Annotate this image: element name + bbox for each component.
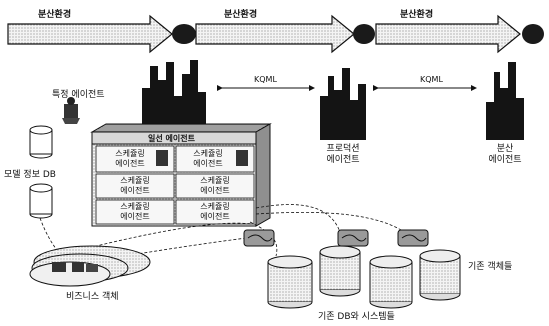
- model-db-cylinder-bottom: [30, 184, 52, 218]
- special-agent-label: 특정 에이전트: [52, 90, 105, 101]
- production-agent-skyline: [320, 68, 366, 140]
- legacy-db-cylinder-2: [320, 246, 360, 296]
- kqml-label-2: KQML: [420, 74, 443, 85]
- business-objects-label: 비즈니스 객체: [66, 292, 119, 303]
- legacy-object-icon-3: [398, 230, 428, 246]
- model-db-cylinder-top: [30, 126, 52, 158]
- general-agent-title: 일선 에이전트: [148, 133, 195, 144]
- environment-blob-1: [172, 24, 196, 44]
- scheduling-agent-cell-5: 스케쥴링 에이전트: [105, 202, 165, 222]
- legacy-db-label: 기존 DB와 시스템들: [318, 312, 395, 323]
- legacy-object-icon-2: [338, 230, 368, 246]
- scheduling-agent-cell-2: 스케쥴링 에이전트: [178, 149, 238, 169]
- environment-blob-3: [522, 24, 544, 44]
- scheduling-agent-cell-4: 스케쥴링 에이전트: [185, 176, 245, 196]
- scheduling-agent-cell-1: 스케쥴링 에이전트: [100, 149, 160, 169]
- environment-blob-2: [353, 24, 375, 44]
- legacy-object-icon-1: [244, 230, 274, 246]
- legacy-db-cylinder-1: [268, 256, 312, 308]
- legacy-db-cylinder-3: [370, 256, 412, 308]
- legacy-objects-label: 기존 객체들: [468, 262, 512, 273]
- special-agent-figure: [62, 97, 80, 124]
- distributed-agent-label: 분산 에이전트: [488, 144, 521, 166]
- legacy-db-cylinder-4: [420, 250, 460, 300]
- kqml-label-1: KQML: [254, 74, 277, 85]
- stage-arrow-2: [196, 16, 354, 52]
- stage-label-1: 분산환경: [38, 10, 71, 21]
- business-objects-cluster: [30, 246, 150, 286]
- scheduling-agent-cell-3: 스케쥴링 에이전트: [105, 176, 165, 196]
- stage-arrow-3: [376, 16, 520, 52]
- stage-arrow-1: [8, 16, 172, 52]
- production-agent-label: 프로덕션 에이전트: [326, 144, 359, 166]
- stage-label-3: 분산환경: [400, 10, 433, 21]
- stage-label-2: 분산환경: [224, 10, 257, 21]
- scheduling-agent-cell-6: 스케쥴링 에이전트: [185, 202, 245, 222]
- general-agent-skyline: [142, 60, 206, 132]
- model-db-label: 모델 정보 DB: [4, 170, 56, 181]
- distributed-agent-skyline: [486, 62, 524, 140]
